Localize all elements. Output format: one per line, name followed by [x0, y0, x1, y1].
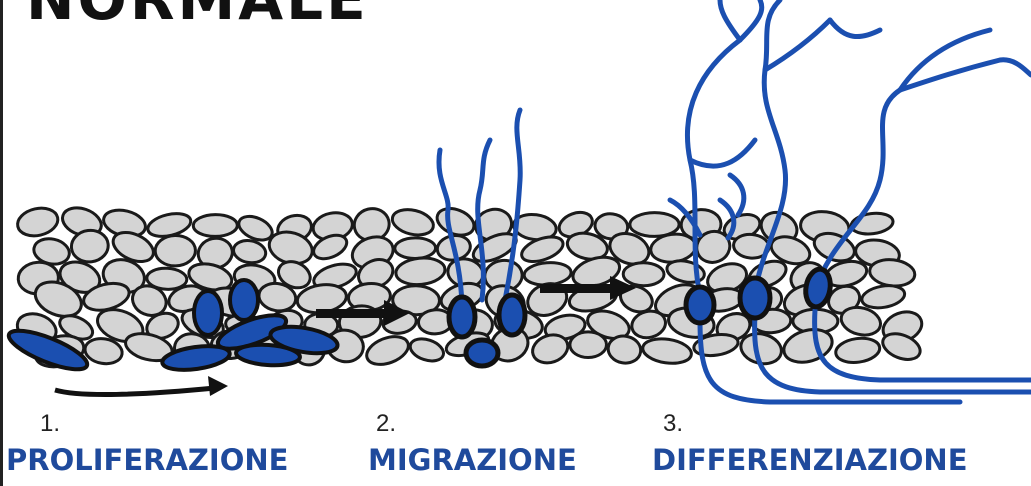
tissue-cell — [868, 257, 916, 288]
tissue-cell — [623, 263, 664, 286]
progenitor-cell — [230, 280, 258, 320]
step-3-number: 3. — [663, 410, 683, 438]
cycle-arrowhead — [208, 376, 228, 396]
label-differenziazione: DIFFERENZIAZIONE — [652, 446, 968, 475]
tissue-cell — [570, 332, 607, 358]
step-2-number: 2. — [376, 410, 396, 438]
tissue-cell — [395, 256, 447, 287]
step-1-number: 1. — [40, 410, 60, 438]
tissue-cell — [665, 258, 706, 286]
tissue-cell — [193, 214, 237, 236]
label-migrazione: MIGRAZIONE — [368, 446, 577, 475]
page-title: NORMALE — [26, 0, 369, 28]
progenitor-cell — [194, 291, 222, 335]
cycle-arrow — [55, 388, 215, 395]
tissue-cell — [407, 335, 446, 365]
tissue-cell — [390, 206, 436, 239]
tissue-cell — [834, 336, 881, 365]
tissue-cell — [641, 336, 693, 366]
tissue-cell — [155, 235, 196, 266]
tissue-cell — [395, 238, 436, 259]
tissue-cell — [860, 283, 906, 311]
tissue-cell — [363, 331, 412, 369]
tissue-cell — [232, 238, 268, 265]
tissue-cell — [15, 204, 61, 239]
label-proliferazione: PROLIFERAZIONE — [6, 446, 288, 475]
